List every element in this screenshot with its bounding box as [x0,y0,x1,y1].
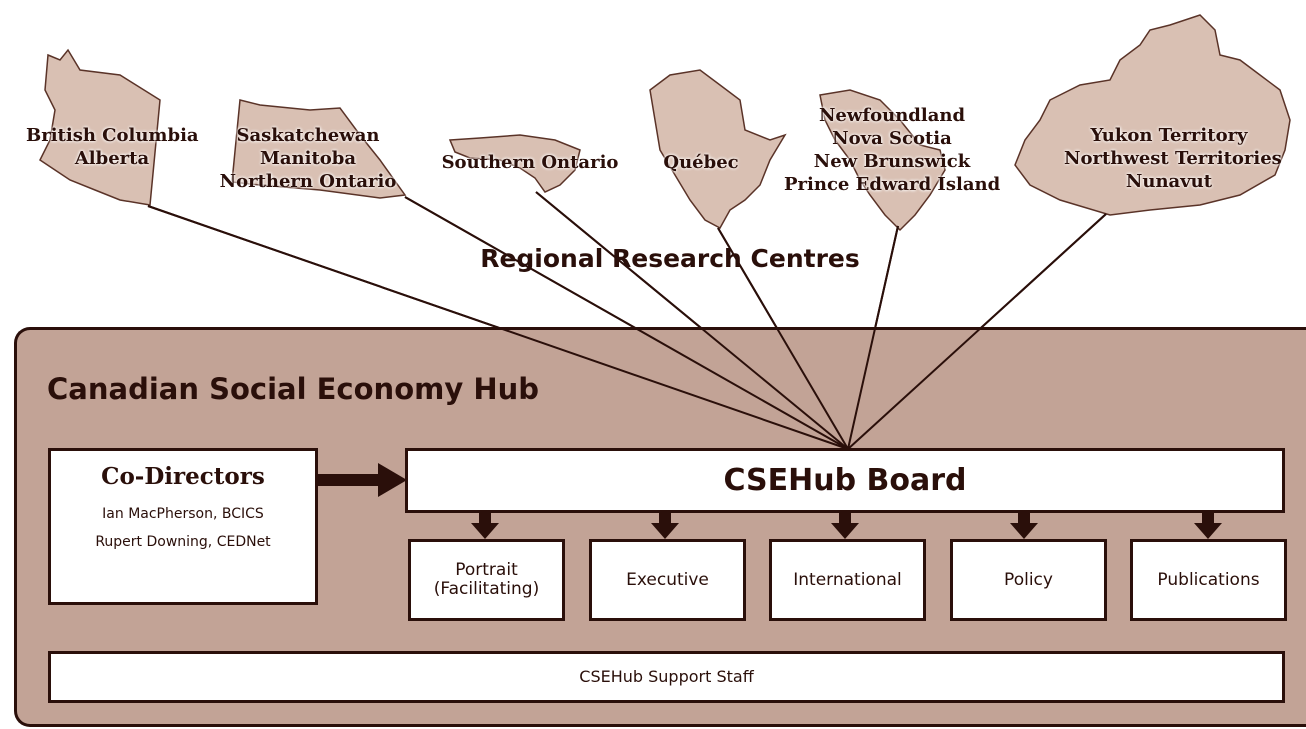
bc-alberta-map-shape [39,48,161,206]
committee-label: Publications [1157,569,1260,590]
region-line: Saskatchewan [236,125,380,146]
board-box: CSEHub Board [405,448,1285,513]
support-staff-box: CSEHub Support Staff [48,651,1285,703]
board-title: CSEHub Board [723,463,967,498]
committee-box-policy: Policy [950,539,1107,621]
committee-box-publications: Publications [1130,539,1287,621]
region-line: Prince Edward Island [784,174,1001,195]
region-label-atlantic: Newfoundland Nova Scotia New Brunswick P… [784,104,1000,196]
region-label-prairies: Saskatchewan Manitoba Northern Ontario [218,124,398,193]
committee-label: Policy [1004,569,1053,590]
committee-box-executive: Executive [589,539,746,621]
codirector-name: Ian MacPherson, BCICS [102,506,264,522]
region-line: Northern Ontario [219,171,397,192]
support-staff-label: CSEHub Support Staff [579,667,754,686]
regional-research-centres-title: Regional Research Centres [480,244,860,273]
region-line: Alberta [74,148,150,169]
region-label-quebec: Québec [656,151,746,174]
committee-label: Executive [626,569,709,590]
quebec-map-shape [649,69,787,230]
committee-sublabel: (Facilitating) [433,579,540,599]
region-label-territories: Yukon Territory Northwest Territories Nu… [1064,124,1282,193]
region-line: New Brunswick [813,151,971,172]
region-line: Yukon Territory [1090,125,1248,146]
committee-label: Portrait [455,560,518,580]
committee-label: International [793,569,902,590]
region-label-bc-alberta: British Columbia Alberta [26,124,199,170]
committee-box-portrait: Portrait (Facilitating) [408,539,565,621]
codirectors-box: Co-Directors Ian MacPherson, BCICS Ruper… [48,448,318,605]
codirector-name: Rupert Downing, CEDNet [95,534,271,550]
region-line: Newfoundland [818,105,966,126]
region-line: Québec [663,152,739,173]
region-line: Southern Ontario [441,152,619,173]
region-line: Northwest Territories [1064,148,1282,169]
codirectors-title: Co-Directors [101,463,265,490]
region-line: Nova Scotia [832,128,952,149]
region-label-southern-ontario: Southern Ontario [440,151,620,174]
region-line: Nunavut [1125,171,1213,192]
committee-box-international: International [769,539,926,621]
territories-map-shape [1014,14,1291,216]
region-line: British Columbia [26,125,199,146]
prairies-map-shape [231,99,407,199]
southern-ontario-map-shape [448,134,581,193]
hub-title: Canadian Social Economy Hub [47,372,540,406]
region-line: Manitoba [259,148,357,169]
